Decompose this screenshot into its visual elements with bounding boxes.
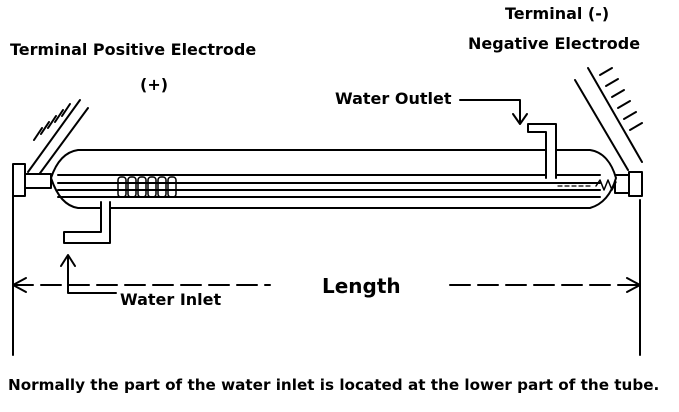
negative-terminal-label: Terminal (-) [505,4,610,23]
positive-terminal-cap [12,163,52,197]
positive-electrode-coil [117,176,177,198]
water-inlet-label: Water Inlet [120,290,222,309]
length-dimension [12,187,641,356]
right-mount-bracket [574,67,643,171]
negative-terminal-cap [614,171,643,197]
outer-tube [50,149,617,209]
water-outlet-pipe [527,123,557,179]
positive-sign-label: (+) [140,75,169,94]
water-inlet-arrow [60,254,117,294]
positive-terminal-label: Terminal Positive Electrode [10,40,257,59]
length-label: Length [322,274,401,298]
caption: Normally the part of the water inlet is … [8,376,660,394]
water-inlet-pipe [63,201,111,244]
negative-electrode-label: Negative Electrode [468,34,641,53]
negative-electrode-spring [595,179,617,191]
left-mount-bracket [27,99,89,181]
water-outlet-arrow [459,99,528,125]
water-outlet-label: Water Outlet [335,89,452,108]
